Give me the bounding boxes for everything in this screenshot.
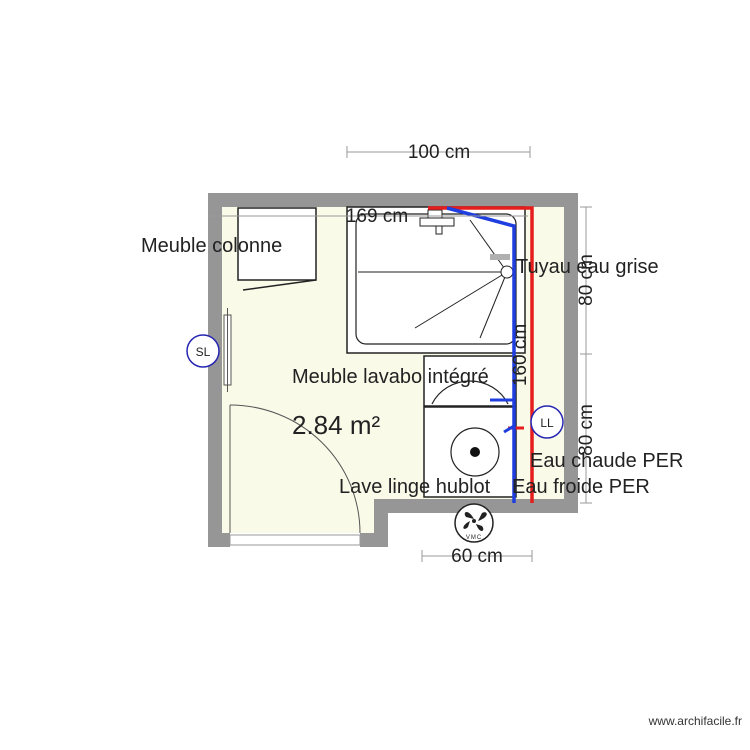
wall-step xyxy=(374,499,388,547)
label-area: 2.84 m² xyxy=(292,410,380,440)
dim-right-lower-text: 80 cm xyxy=(576,404,597,456)
wall-right xyxy=(564,193,578,513)
sl-label: SL xyxy=(196,345,211,359)
door xyxy=(229,404,361,534)
meuble-colonne xyxy=(237,207,317,291)
shower-slope-lines xyxy=(358,219,508,339)
vmc-label: VMC xyxy=(466,535,482,541)
towel-radiator xyxy=(223,308,232,392)
lave-linge-center xyxy=(470,447,480,457)
sl-symbol: SL xyxy=(186,334,220,368)
shower-tray xyxy=(346,206,526,354)
dim-right-upper-text: 80 cm xyxy=(576,254,597,306)
meuble-colonne-door xyxy=(242,279,317,291)
door-swing-arc xyxy=(229,404,361,534)
ll-label: LL xyxy=(540,416,554,430)
label-eau-froide: Eau froide PER xyxy=(512,476,650,498)
shower-drain xyxy=(500,265,514,279)
shower-mixer xyxy=(419,209,455,235)
wall-left xyxy=(208,193,222,547)
door-opening xyxy=(230,533,360,547)
label-meuble-colonne: Meuble colonne xyxy=(141,235,282,257)
shower-outer xyxy=(346,206,526,354)
grey-pipe-segment xyxy=(490,254,510,260)
grey-water-pipe xyxy=(490,254,510,260)
label-tuyau-eau-grise: Tuyau eau grise xyxy=(516,256,659,278)
dim-inner-top-text: 169 cm xyxy=(346,206,408,227)
hot-water-pipe xyxy=(428,206,534,503)
cold-water-branch-washer xyxy=(503,424,515,434)
ll-symbol: LL xyxy=(530,405,564,439)
dimension-lines xyxy=(208,146,592,562)
label-eau-chaude: Eau chaude PER xyxy=(530,450,683,472)
lavabo-basin xyxy=(431,380,509,405)
dim-top-text: 100 cm xyxy=(408,142,470,163)
footer-credit: www.archifacile.fr xyxy=(648,714,742,728)
wall-top xyxy=(208,193,578,207)
fan-icon xyxy=(463,511,487,532)
dim-inner-vertical-text: 160 cm xyxy=(510,324,531,386)
cold-water-pipe xyxy=(446,206,516,503)
ll-circle xyxy=(530,405,564,439)
sl-circle xyxy=(186,334,220,368)
door-threshold xyxy=(229,534,361,546)
vmc-symbol: VMC xyxy=(454,503,494,543)
label-lave-linge: Lave linge hublot xyxy=(339,476,491,498)
dim-bottom-text: 60 cm xyxy=(451,546,503,567)
lave-linge xyxy=(423,406,517,498)
label-meuble-lavabo: Meuble lavabo intégré xyxy=(292,366,489,388)
meuble-colonne-body xyxy=(237,207,317,281)
meuble-lavabo xyxy=(423,355,517,407)
